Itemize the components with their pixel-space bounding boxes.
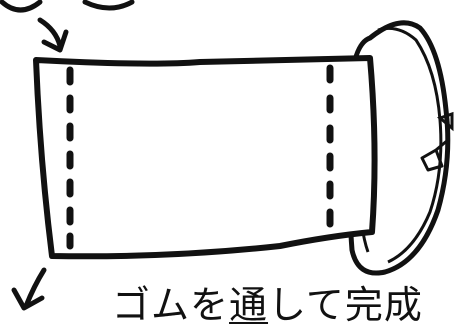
caption-underlined: 通 bbox=[229, 283, 269, 327]
knot-icon bbox=[420, 138, 449, 172]
caption-prefix: ゴムを bbox=[112, 283, 230, 327]
mask-body bbox=[33, 55, 378, 260]
caption-text: ゴムを通して完成 bbox=[112, 277, 452, 333]
arrow-bottom-left-icon bbox=[11, 267, 47, 311]
caption-suffix: して完成 bbox=[268, 283, 423, 327]
top-partial-stroke bbox=[0, 0, 43, 13]
top-partial-stroke-2 bbox=[82, 0, 135, 11]
arrow-top-left-icon bbox=[37, 17, 69, 53]
